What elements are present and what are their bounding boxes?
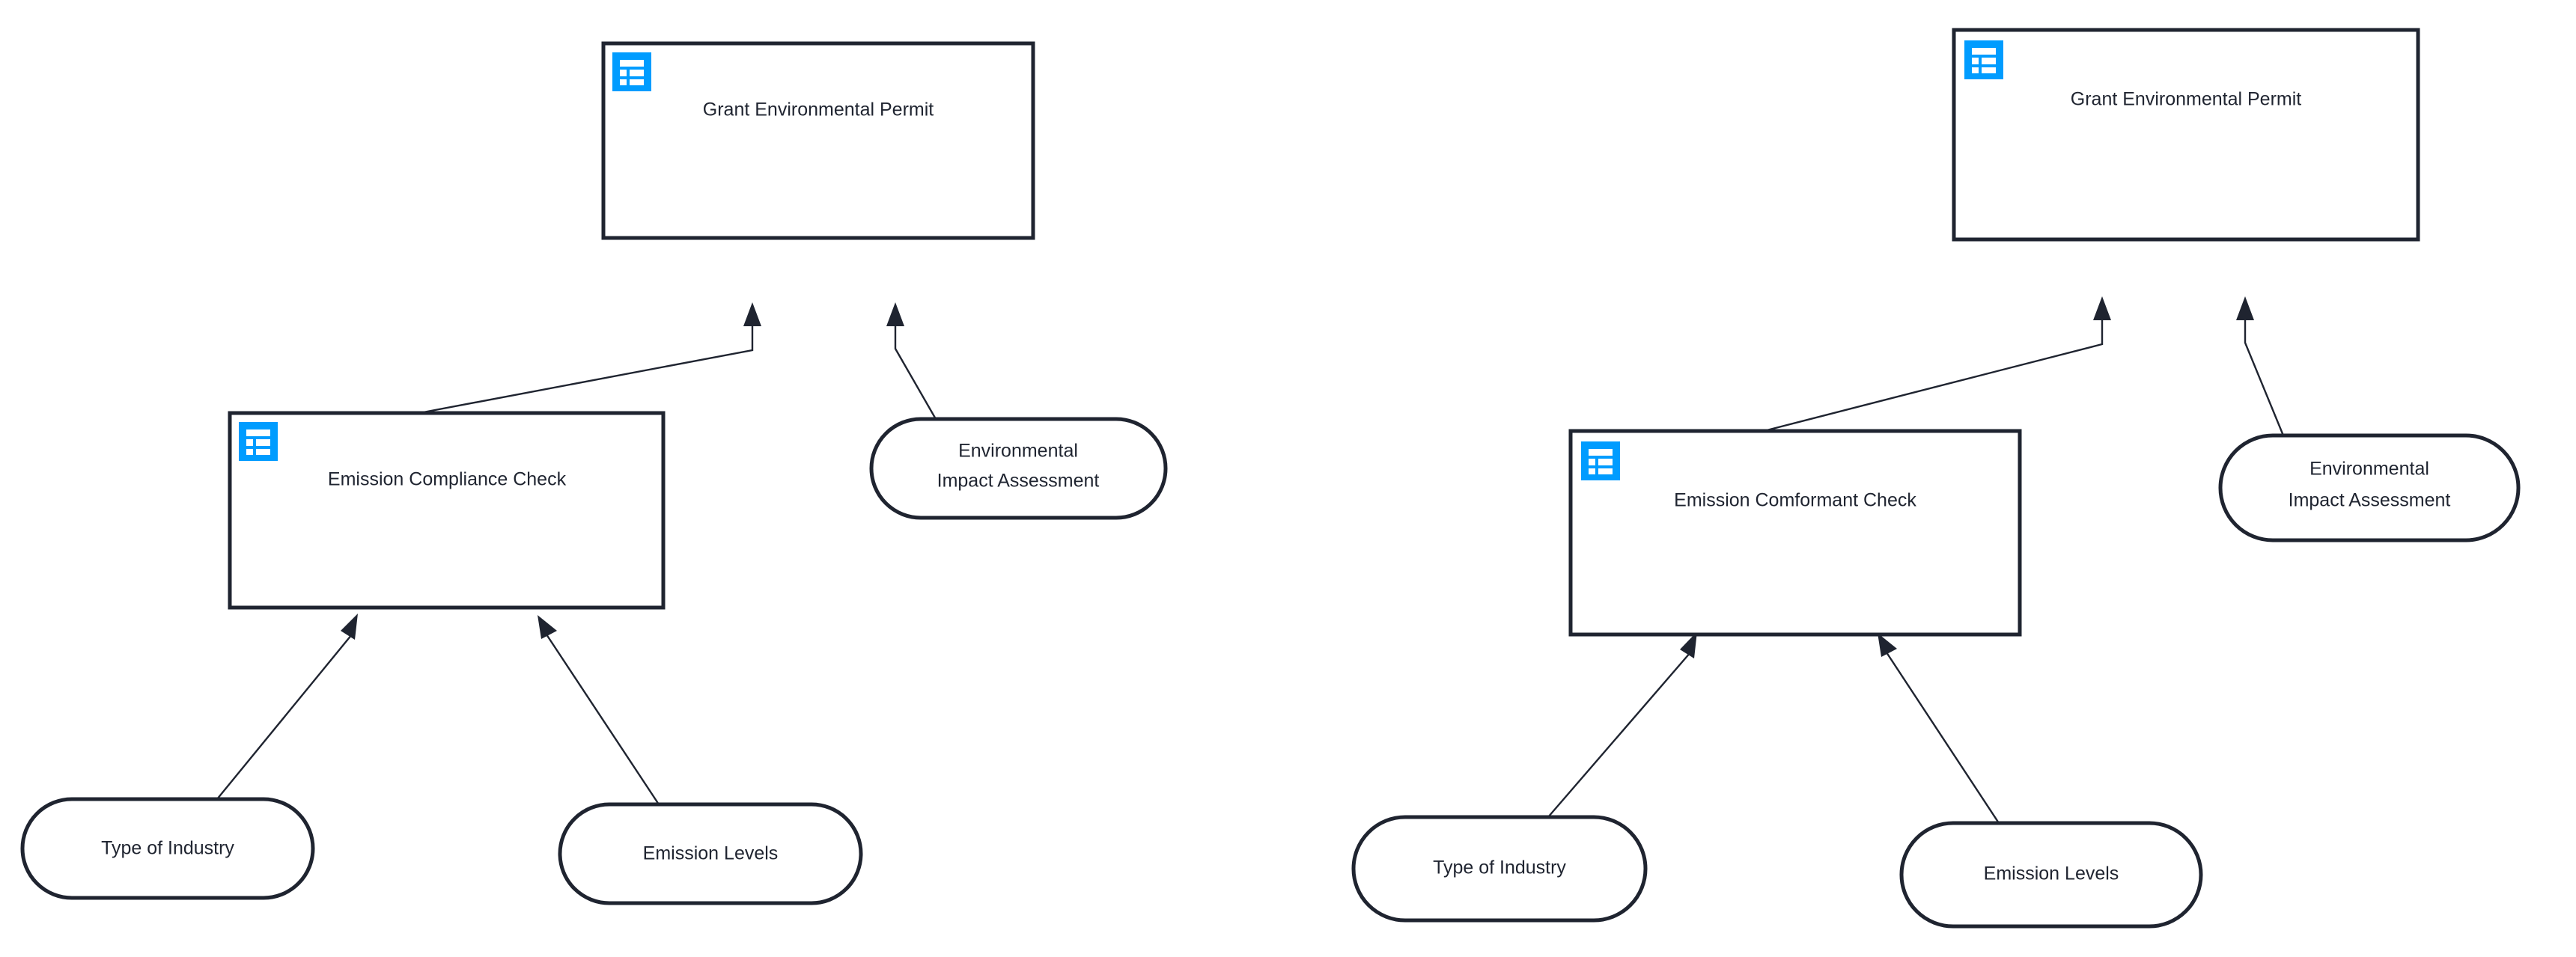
left-diagram: Grant Environmental Permit Emission Comp… <box>20 41 1168 905</box>
node-emission-levels[interactable]: Emission Levels <box>558 802 863 905</box>
node-label-emission-levels: Emission Levels <box>643 843 779 864</box>
node-label-emission-compliance-check: Emission Compliance Check <box>328 469 567 490</box>
edge-industry-to-comformant <box>1547 632 1697 818</box>
node-label-grant-environmental-permit: Grant Environmental Permit <box>2071 89 2302 110</box>
node-label-type-of-industry: Type of Industry <box>1433 857 1566 878</box>
node-emission-levels[interactable]: Emission Levels <box>1899 821 2203 929</box>
node-label-type-of-industry: Type of Industry <box>101 838 234 859</box>
node-label-emission-comformant-check: Emission Comformant Check <box>1674 490 1916 511</box>
node-label-grant-environmental-permit: Grant Environmental Permit <box>703 100 934 120</box>
node-label-environmental-impact-assessment-line1: Environmental <box>958 441 1078 462</box>
node-grant-environmental-permit[interactable]: Grant Environmental Permit <box>601 41 1035 240</box>
node-label-environmental-impact-assessment-line2: Impact Assessment <box>2289 490 2451 511</box>
node-label-environmental-impact-assessment-line2: Impact Assessment <box>937 471 1100 492</box>
node-type-of-industry[interactable]: Type of Industry <box>20 797 315 900</box>
edge-industry-to-compliance <box>216 614 358 800</box>
decision-table-icon <box>239 422 278 461</box>
node-emission-compliance-check[interactable]: Emission Compliance Check <box>228 411 666 610</box>
node-environmental-impact-assessment[interactable]: Environmental Impact Assessment <box>869 417 1168 520</box>
edge-emission-to-compliance <box>538 615 660 805</box>
node-environmental-impact-assessment[interactable]: Environmental Impact Assessment <box>2218 433 2521 542</box>
decision-table-icon <box>1581 441 1620 480</box>
edge-assessment-to-permit <box>2236 296 2285 436</box>
edge-comformant-to-permit <box>1766 296 2111 432</box>
right-diagram: Grant Environmental Permit Emission Comf… <box>1288 0 2576 957</box>
edge-compliance-to-permit <box>418 302 761 415</box>
edge-assessment-to-permit <box>886 302 937 420</box>
node-type-of-industry[interactable]: Type of Industry <box>1351 815 1648 923</box>
decision-table-icon <box>612 52 651 91</box>
decision-table-icon <box>1964 40 2003 79</box>
node-label-emission-levels: Emission Levels <box>1984 863 2119 884</box>
edge-emission-to-comformant <box>1878 633 2000 824</box>
node-label-environmental-impact-assessment-line1: Environmental <box>2309 459 2429 480</box>
node-emission-comformant-check[interactable]: Emission Comformant Check <box>1568 429 2022 637</box>
node-grant-environmental-permit[interactable]: Grant Environmental Permit <box>1952 28 2420 242</box>
